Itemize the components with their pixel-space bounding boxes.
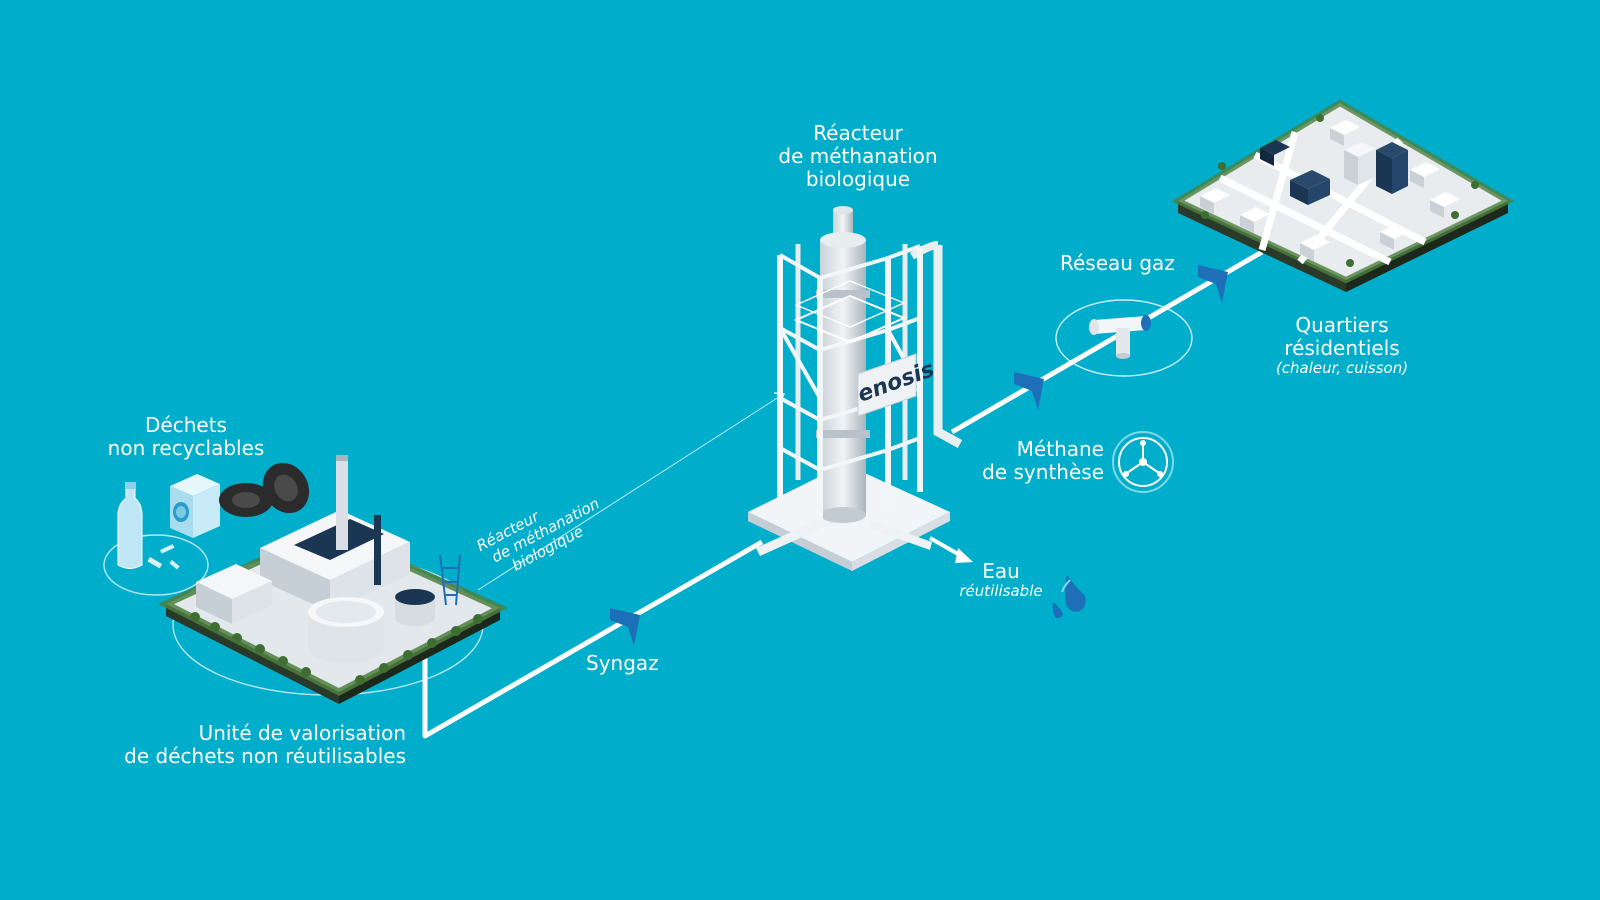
- water-label-title: Eau: [982, 559, 1020, 583]
- reactor-label: Réacteur de méthanation biologique: [768, 122, 948, 191]
- waste-label-line-2: non recyclables: [107, 436, 265, 460]
- chevron-arrow-icon: [1198, 265, 1228, 303]
- plant-label-line-1: Unité de valorisation: [198, 721, 406, 745]
- methanation-reactor-illustration: enosis: [748, 206, 963, 571]
- pipe-tee-icon: [1089, 315, 1151, 359]
- water-label-sub: réutilisable: [959, 582, 1043, 600]
- water-drops-icon: [1052, 575, 1086, 619]
- methane-label: Méthane de synthèse: [960, 438, 1104, 484]
- methane-pipeline: [950, 249, 1264, 435]
- chevron-arrow-icon: [610, 608, 640, 646]
- plant-label: Unité de valorisation de déchets non réu…: [96, 722, 406, 768]
- reactor-label-line-2: de méthanation: [778, 144, 938, 168]
- reactor-label-line-3: biologique: [805, 167, 911, 191]
- waste-label: Déchets non recyclables: [106, 414, 266, 460]
- residential-district-illustration: [1171, 99, 1515, 292]
- methane-label-line-2: de synthèse: [982, 460, 1104, 484]
- molecule-icon: [1112, 431, 1174, 493]
- waste-items-illustration: [103, 462, 310, 596]
- chevron-arrow-icon: [1014, 372, 1044, 410]
- syngas-pipeline: [422, 539, 764, 739]
- districts-label-line-2: résidentiels: [1284, 336, 1400, 360]
- waste-label-line-1: Déchets: [145, 413, 227, 437]
- syngas-label: Syngaz: [586, 651, 659, 675]
- water-outlet-arrow: [929, 536, 973, 563]
- reactor-label-line-1: Réacteur: [813, 121, 903, 145]
- methane-label-line-1: Méthane: [1016, 437, 1104, 461]
- gas-network-label: Réseau gaz: [1060, 251, 1175, 275]
- districts-label-line-1: Quartiers: [1295, 313, 1389, 337]
- districts-label-sub: (chaleur, cuisson): [1275, 359, 1409, 377]
- water-label: Eau réutilisable: [956, 560, 1046, 600]
- gas-network-illustration: [1055, 299, 1193, 377]
- plant-label-line-2: de déchets non réutilisables: [124, 744, 406, 768]
- districts-label: Quartiers résidentiels (chaleur, cuisson…: [1262, 314, 1422, 377]
- waste-plant-illustration: [157, 455, 509, 704]
